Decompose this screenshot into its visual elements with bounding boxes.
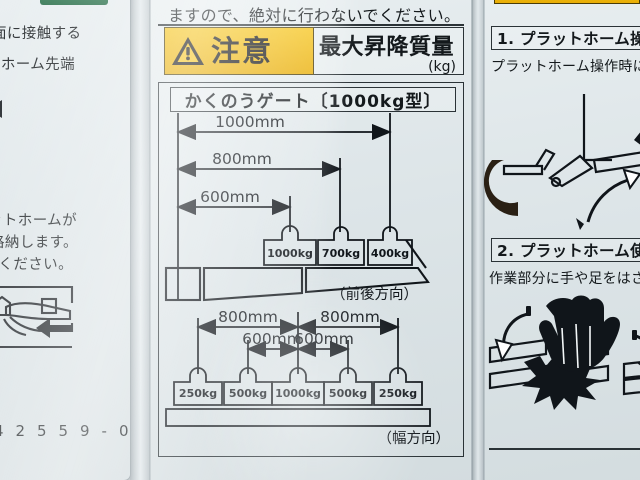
right-section-2-heading: 2. プラットホーム使 [497, 242, 640, 260]
right-caution-word: 注意 [537, 0, 585, 3]
right-section-2-body: 作業部分に手や足をはさま [489, 271, 640, 287]
weight-250kg-left: 250kg [179, 387, 217, 400]
weight-250kg-right: 250kg [379, 387, 417, 400]
warning-triangle-icon [171, 36, 205, 66]
right-caution-badge: 注意 [494, 0, 640, 4]
right-section-1-heading-box: 1. プラットホーム操 [491, 26, 640, 50]
caution-capacity-row: 注意 最大昇降質量 (kg) [164, 27, 464, 77]
green-band [40, 0, 108, 5]
dim-800mm-right: 800mm [320, 308, 380, 326]
panel-gap-left [130, 0, 151, 480]
middle-top-divider [158, 24, 464, 26]
dim-800mm-left: 800mm [218, 308, 278, 326]
left-text-line-3: ットホームが [0, 213, 77, 229]
left-text-line-2: トホーム先端 [0, 57, 75, 73]
dim-600mm-left: 600mm [242, 330, 302, 348]
weight-400kg-fr: 400kg [371, 247, 409, 260]
right-section-2-heading-box: 2. プラットホーム使 [491, 238, 640, 262]
direction-width: （幅方向） [378, 430, 451, 447]
hand-operating-lever-illustration [0, 285, 110, 375]
dim-800mm-fr: 800mm [212, 150, 272, 168]
max-capacity-cell: 最大昇降質量 (kg) [314, 27, 464, 75]
right-bottom-divider [489, 448, 640, 450]
part-number: 4 2 5 5 9 - 0 [0, 422, 133, 440]
load-capacity-diagrams: 1000mm 800mm 600mm 1000kg 700kg 400kg （前… [150, 0, 472, 480]
left-pointer-arrow-icon [0, 100, 2, 118]
left-label-panel [0, 0, 130, 480]
warning-triangle-icon-right [499, 0, 533, 3]
max-capacity-unit: (kg) [428, 59, 456, 75]
dim-600mm-right: 600mm [294, 330, 354, 348]
dim-1000mm: 1000mm [215, 113, 285, 131]
weight-700kg-fr: 700kg [322, 247, 360, 260]
weight-1000kg-center: 1000kg [275, 387, 321, 400]
gate-model-title: かくのうゲート〔1000kg型〕 [184, 92, 442, 112]
platform-lift-arm-illustration [483, 82, 640, 232]
hand-pinch-hazard-illustration [484, 292, 640, 432]
left-text-line-1: 面に接触する [0, 26, 82, 42]
weight-1000kg-fr: 1000kg [267, 247, 313, 260]
max-capacity-title: 最大昇降質量 [319, 35, 455, 60]
caution-badge: 注意 [164, 27, 314, 75]
weight-500kg-right: 500kg [329, 387, 367, 400]
gate-model-title-box: かくのうゲート〔1000kg型〕 [170, 87, 456, 112]
direction-front-rear: （前後方向） [331, 286, 418, 303]
right-section-1-body: プラットホーム操作時には [491, 59, 640, 75]
caution-word: 注意 [211, 33, 274, 68]
left-text-line-5: てください。 [0, 257, 73, 273]
dim-600mm-fr: 600mm [200, 188, 260, 206]
left-text-line-4: 格納します。 [0, 235, 78, 251]
right-section-1-heading: 1. プラットホーム操 [497, 30, 640, 48]
panel-gap-right [471, 0, 485, 480]
middle-top-warning-text: ますので、絶対に行わないでください。 [168, 6, 461, 25]
diagram-frame [158, 82, 464, 457]
weight-500kg-left: 500kg [229, 387, 267, 400]
